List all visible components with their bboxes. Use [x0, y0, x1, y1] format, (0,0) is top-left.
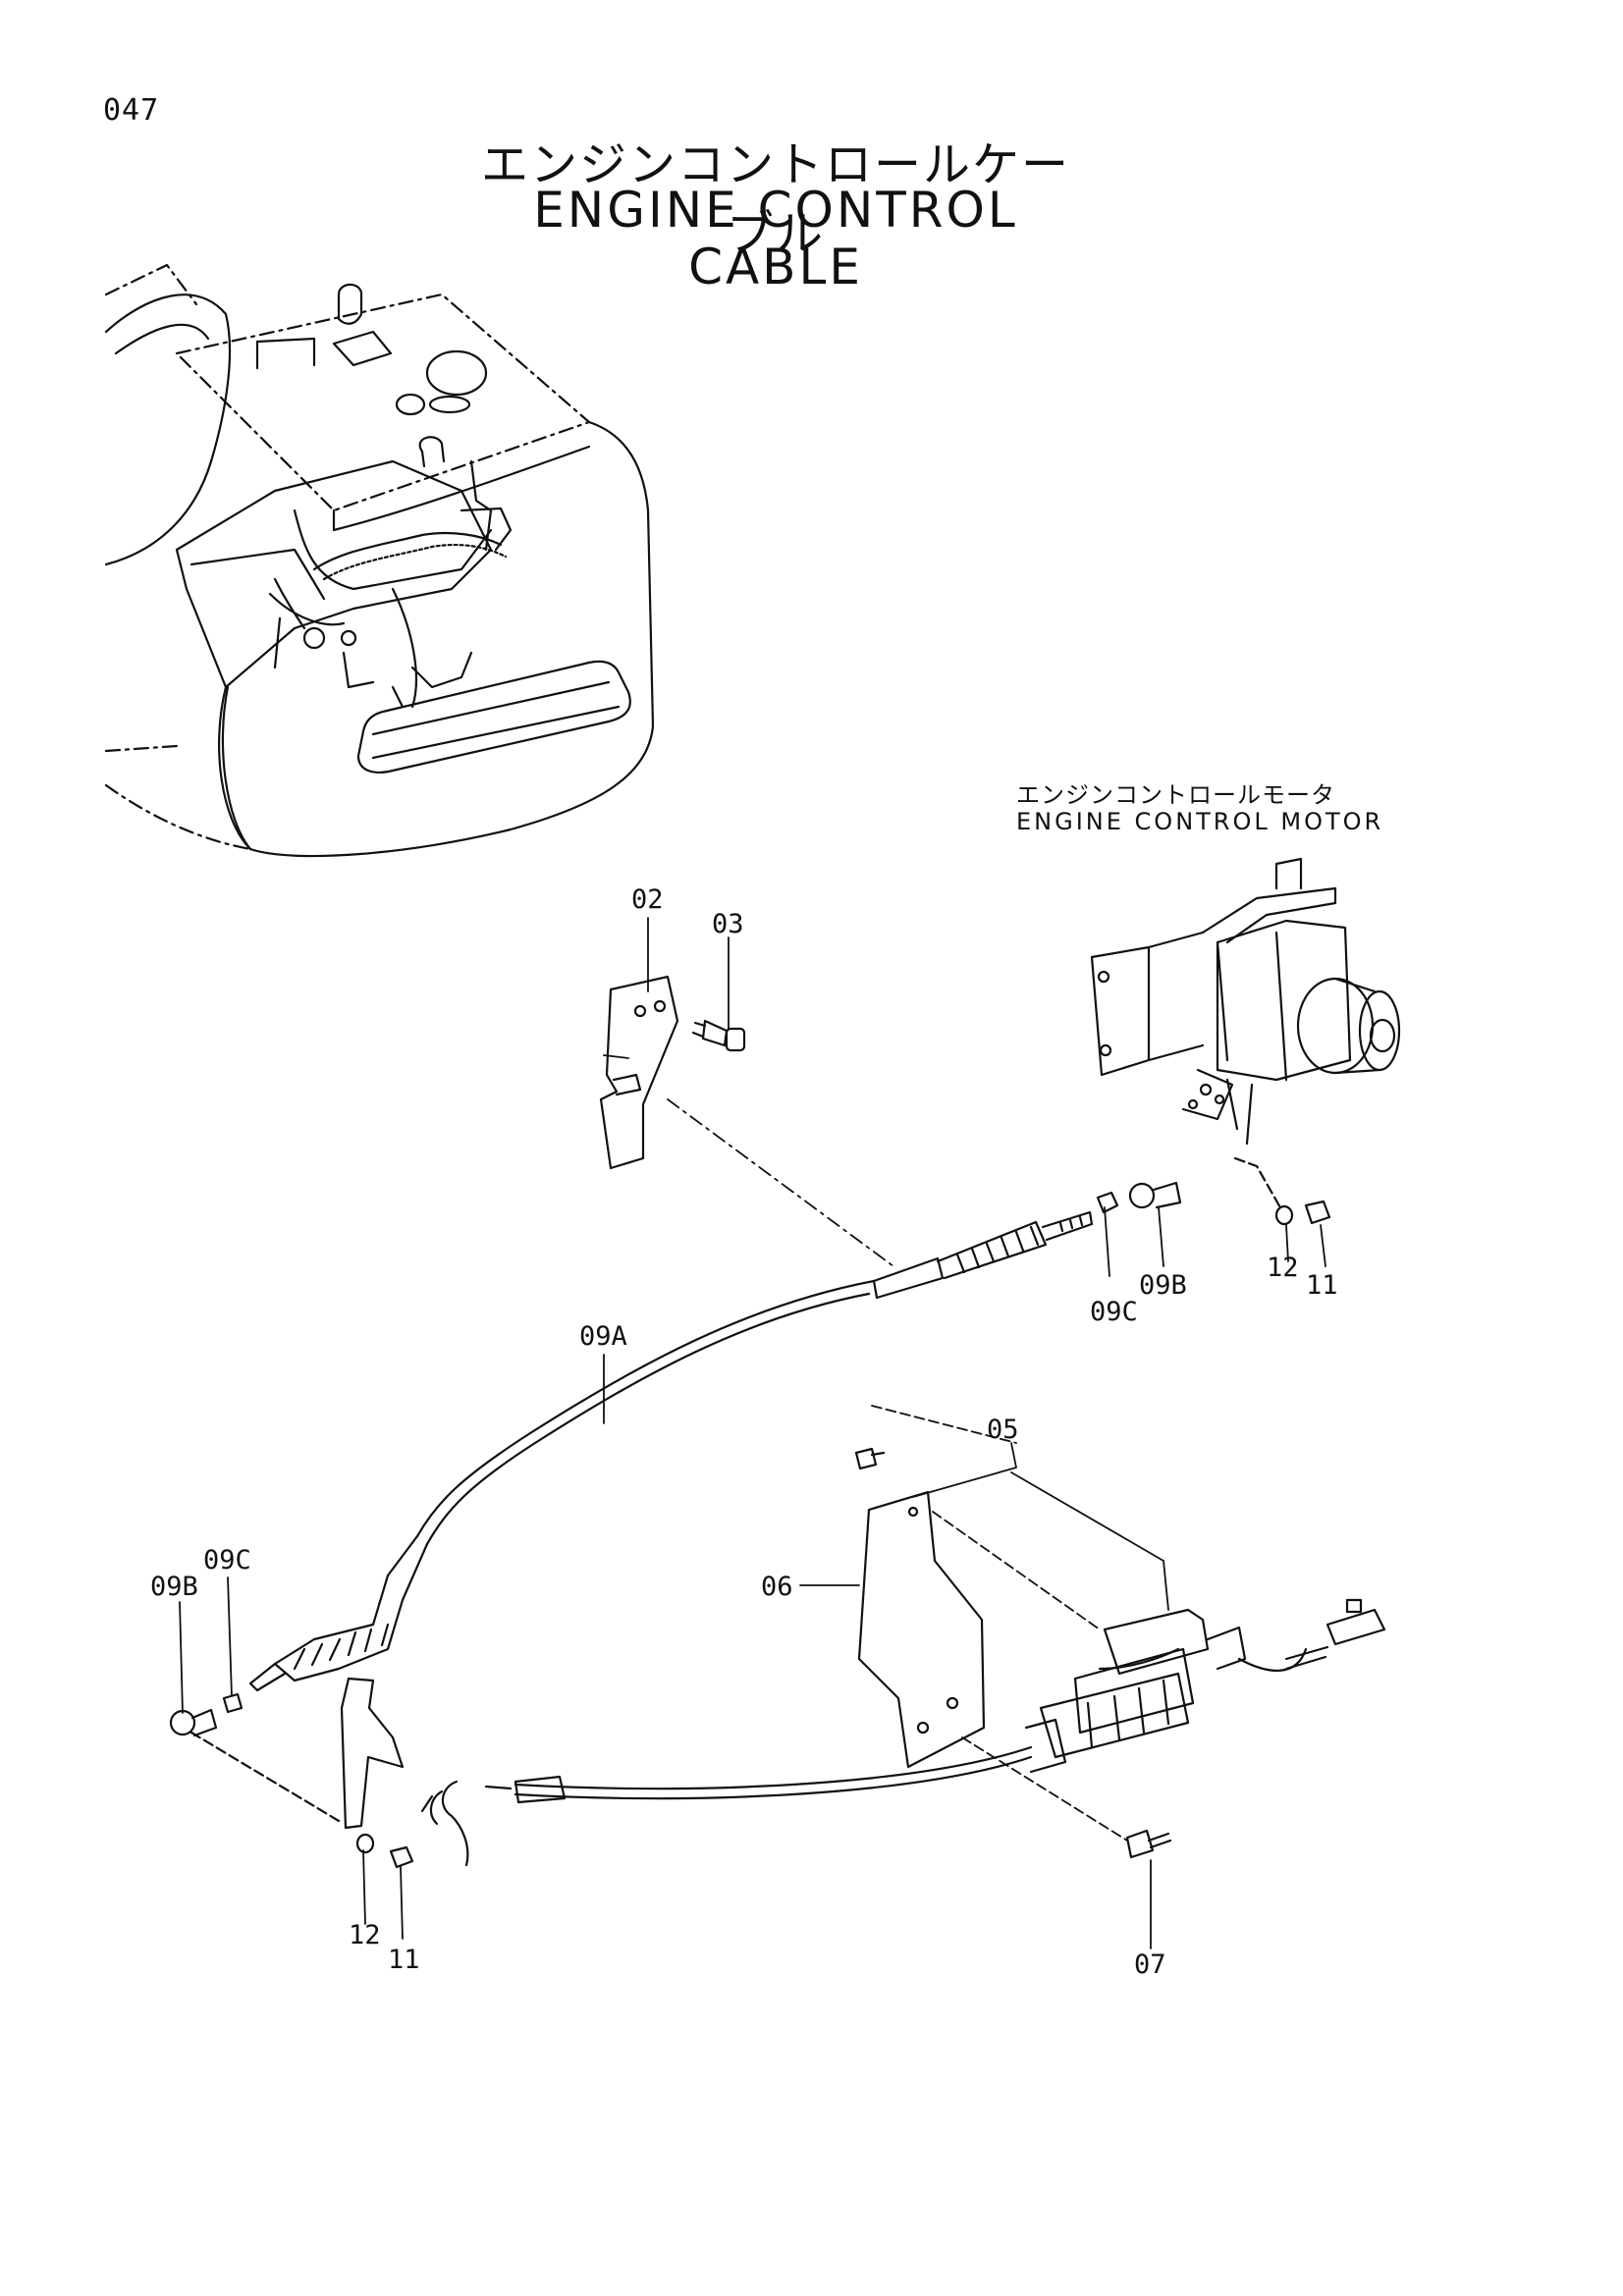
callout-09C-right: 09C	[1090, 1297, 1138, 1327]
bolt-07	[1125, 1829, 1172, 1859]
motor-label: ENGINE CONTROL MOTOR	[1016, 808, 1384, 835]
ball-joint-09B-left	[169, 1708, 218, 1737]
bracket-02	[599, 975, 679, 1170]
page-title: ENGINE CONTROL CABLE	[533, 182, 1018, 295]
nut-09C-right	[1096, 1191, 1119, 1214]
callout-09A: 09A	[579, 1321, 627, 1352]
plate-06	[857, 1490, 986, 1769]
machine-overview-illustration	[104, 263, 655, 858]
callout-11-left: 11	[388, 1945, 420, 1975]
callout-05: 05	[987, 1415, 1019, 1445]
callout-06: 06	[761, 1572, 793, 1602]
lever-bracket	[340, 1677, 405, 1830]
bolt-05-top	[854, 1447, 886, 1470]
locknut-11-right	[1304, 1200, 1331, 1225]
callout-labels: 02 03 05 06 07 09A 09B 09C 09B 09C 12 11…	[150, 884, 1338, 1980]
callout-12-left: 12	[349, 1920, 381, 1950]
lower-cable	[420, 1745, 1033, 1867]
callout-09B-left: 09B	[150, 1572, 198, 1602]
ball-joint-09B-right	[1128, 1181, 1182, 1209]
washer-12-right	[1274, 1204, 1294, 1226]
washer-12-left	[355, 1833, 375, 1854]
callout-09C-left: 09C	[203, 1545, 251, 1575]
leader-lines	[179, 917, 1326, 1949]
nut-09C-left	[222, 1692, 243, 1714]
connector	[1284, 1598, 1386, 1671]
bolt-03	[691, 1019, 746, 1052]
locknut-11-left	[389, 1845, 414, 1869]
callout-12-right: 12	[1267, 1253, 1299, 1283]
motor-label-japanese: エンジンコントロールモータ	[1016, 781, 1335, 809]
page-number: 047	[103, 93, 160, 128]
callout-09B-right: 09B	[1139, 1270, 1187, 1301]
callout-11-right: 11	[1306, 1270, 1338, 1301]
actuator-assembly	[1024, 1608, 1308, 1774]
callout-07: 07	[1134, 1949, 1166, 1980]
page-title-japanese: エンジンコントロールケーブル	[480, 137, 1070, 261]
cable-09A	[248, 1210, 1094, 1692]
callout-02: 02	[631, 884, 664, 915]
engine-control-motor	[1090, 857, 1401, 1146]
callout-03: 03	[712, 909, 744, 939]
